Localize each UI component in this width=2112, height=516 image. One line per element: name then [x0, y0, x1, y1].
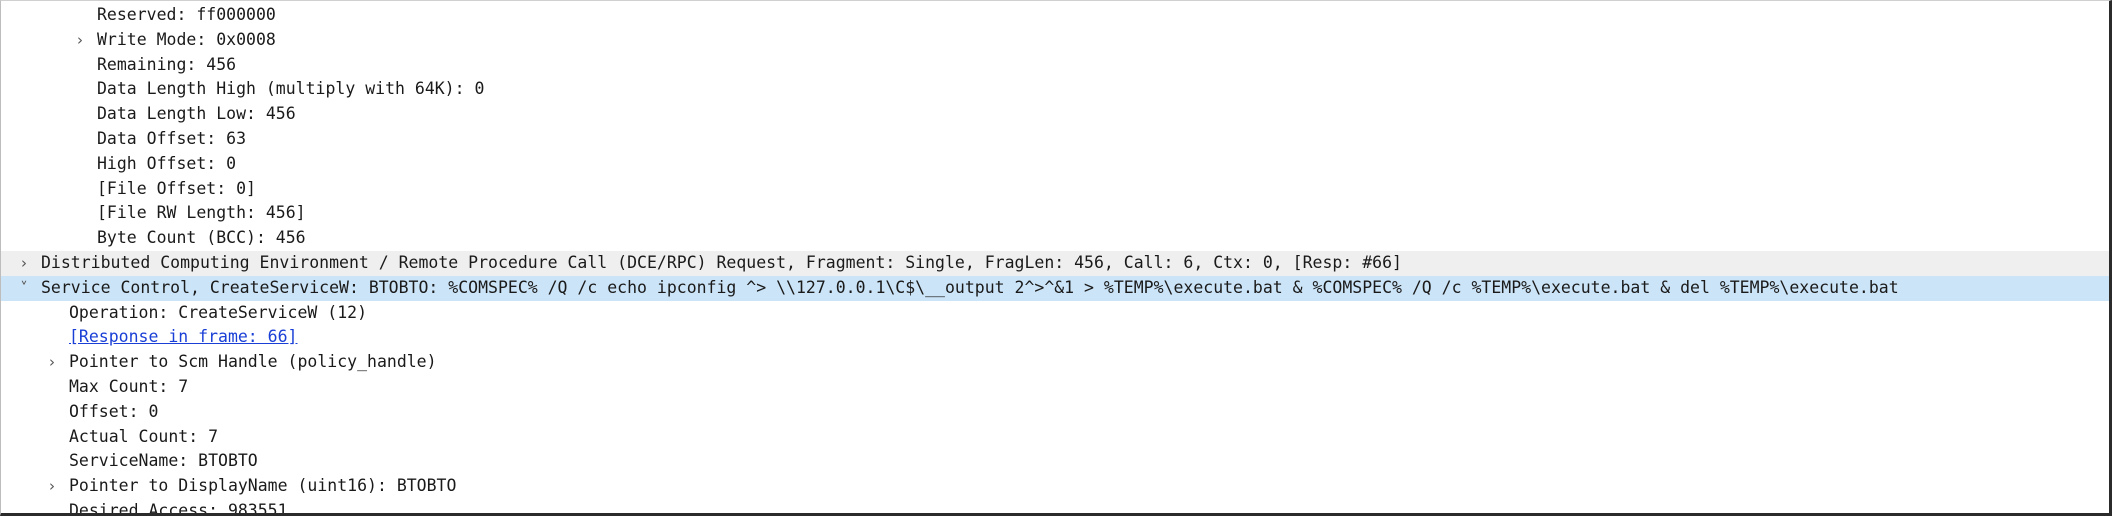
- tree-row[interactable]: › Pointer to DisplayName (uint16): BTOBTO: [1, 474, 2109, 499]
- tree-row[interactable]: › Pointer to Scm Handle (policy_handle): [1, 350, 2109, 375]
- tree-row[interactable]: Offset: 0: [1, 400, 2109, 425]
- tree-row-label: Operation: CreateServiceW (12): [69, 302, 368, 322]
- tree-row-label: Byte Count (BCC): 456: [97, 228, 306, 248]
- tree-row-label: Write Mode: 0x0008: [97, 29, 276, 49]
- tree-row[interactable]: High Offset: 0: [1, 152, 2109, 177]
- tree-row-label: Pointer to Scm Handle (policy_handle): [69, 352, 437, 372]
- tree-row[interactable]: Data Length High (multiply with 64K): 0: [1, 77, 2109, 102]
- tree-row-label: Distributed Computing Environment / Remo…: [41, 252, 1402, 272]
- tree-row[interactable]: Actual Count: 7: [1, 425, 2109, 450]
- tree-row-label: Desired Access: 983551: [69, 500, 288, 516]
- tree-row[interactable]: Byte Count (BCC): 456: [1, 226, 2109, 251]
- tree-row[interactable]: Reserved: ff000000: [1, 3, 2109, 28]
- tree-row-label: Service Control, CreateServiceW: BTOBTO:…: [41, 277, 1899, 297]
- tree-row-label: Pointer to DisplayName (uint16): BTOBTO: [69, 476, 457, 496]
- tree-row-label: Remaining: 456: [97, 54, 237, 74]
- tree-row-label: Max Count: 7: [69, 376, 189, 396]
- protocol-header-row[interactable]: ˅ Service Control, CreateServiceW: BTOBTO…: [1, 275, 2109, 301]
- tree-row[interactable]: [File Offset: 0]: [1, 177, 2109, 202]
- tree-row[interactable]: Remaining: 456: [1, 53, 2109, 78]
- tree-row-label: [File Offset: 0]: [97, 178, 256, 198]
- response-frame-link[interactable]: [Response in frame: 66]: [69, 327, 298, 347]
- tree-row-label: ServiceName: BTOBTO: [69, 451, 258, 471]
- tree-row-label: Data Length Low: 456: [97, 104, 296, 124]
- tree-row[interactable]: Desired Access: 983551: [1, 499, 2109, 516]
- tree-row[interactable]: Data Length Low: 456: [1, 102, 2109, 127]
- chevron-down-icon[interactable]: ˅: [20, 278, 28, 297]
- tree-row[interactable]: Max Count: 7: [1, 375, 2109, 400]
- tree-row-label: Offset: 0: [69, 401, 159, 421]
- tree-row-label: High Offset: 0: [97, 153, 237, 173]
- tree-row[interactable]: › Write Mode: 0x0008: [1, 28, 2109, 53]
- tree-row-label: Reserved: ff000000: [97, 5, 276, 24]
- chevron-right-icon[interactable]: ›: [49, 477, 55, 496]
- tree-row[interactable]: [Response in frame: 66]: [1, 325, 2109, 350]
- tree-row[interactable]: ServiceName: BTOBTO: [1, 449, 2109, 474]
- tree-row[interactable]: Data Offset: 63: [1, 127, 2109, 152]
- tree-row-label: [File RW Length: 456]: [97, 203, 306, 223]
- tree-row[interactable]: Operation: CreateServiceW (12): [1, 301, 2109, 326]
- tree-row[interactable]: [File RW Length: 456]: [1, 201, 2109, 226]
- tree-row-label: Data Length High (multiply with 64K): 0: [97, 79, 485, 99]
- tree-row-label: Actual Count: 7: [69, 426, 219, 446]
- chevron-right-icon[interactable]: ›: [49, 353, 55, 372]
- chevron-right-icon[interactable]: ›: [77, 30, 83, 49]
- protocol-header-row[interactable]: › Distributed Computing Environment / Rem…: [1, 250, 2109, 276]
- tree-row-label: Data Offset: 63: [97, 128, 247, 148]
- chevron-right-icon[interactable]: ›: [21, 253, 27, 272]
